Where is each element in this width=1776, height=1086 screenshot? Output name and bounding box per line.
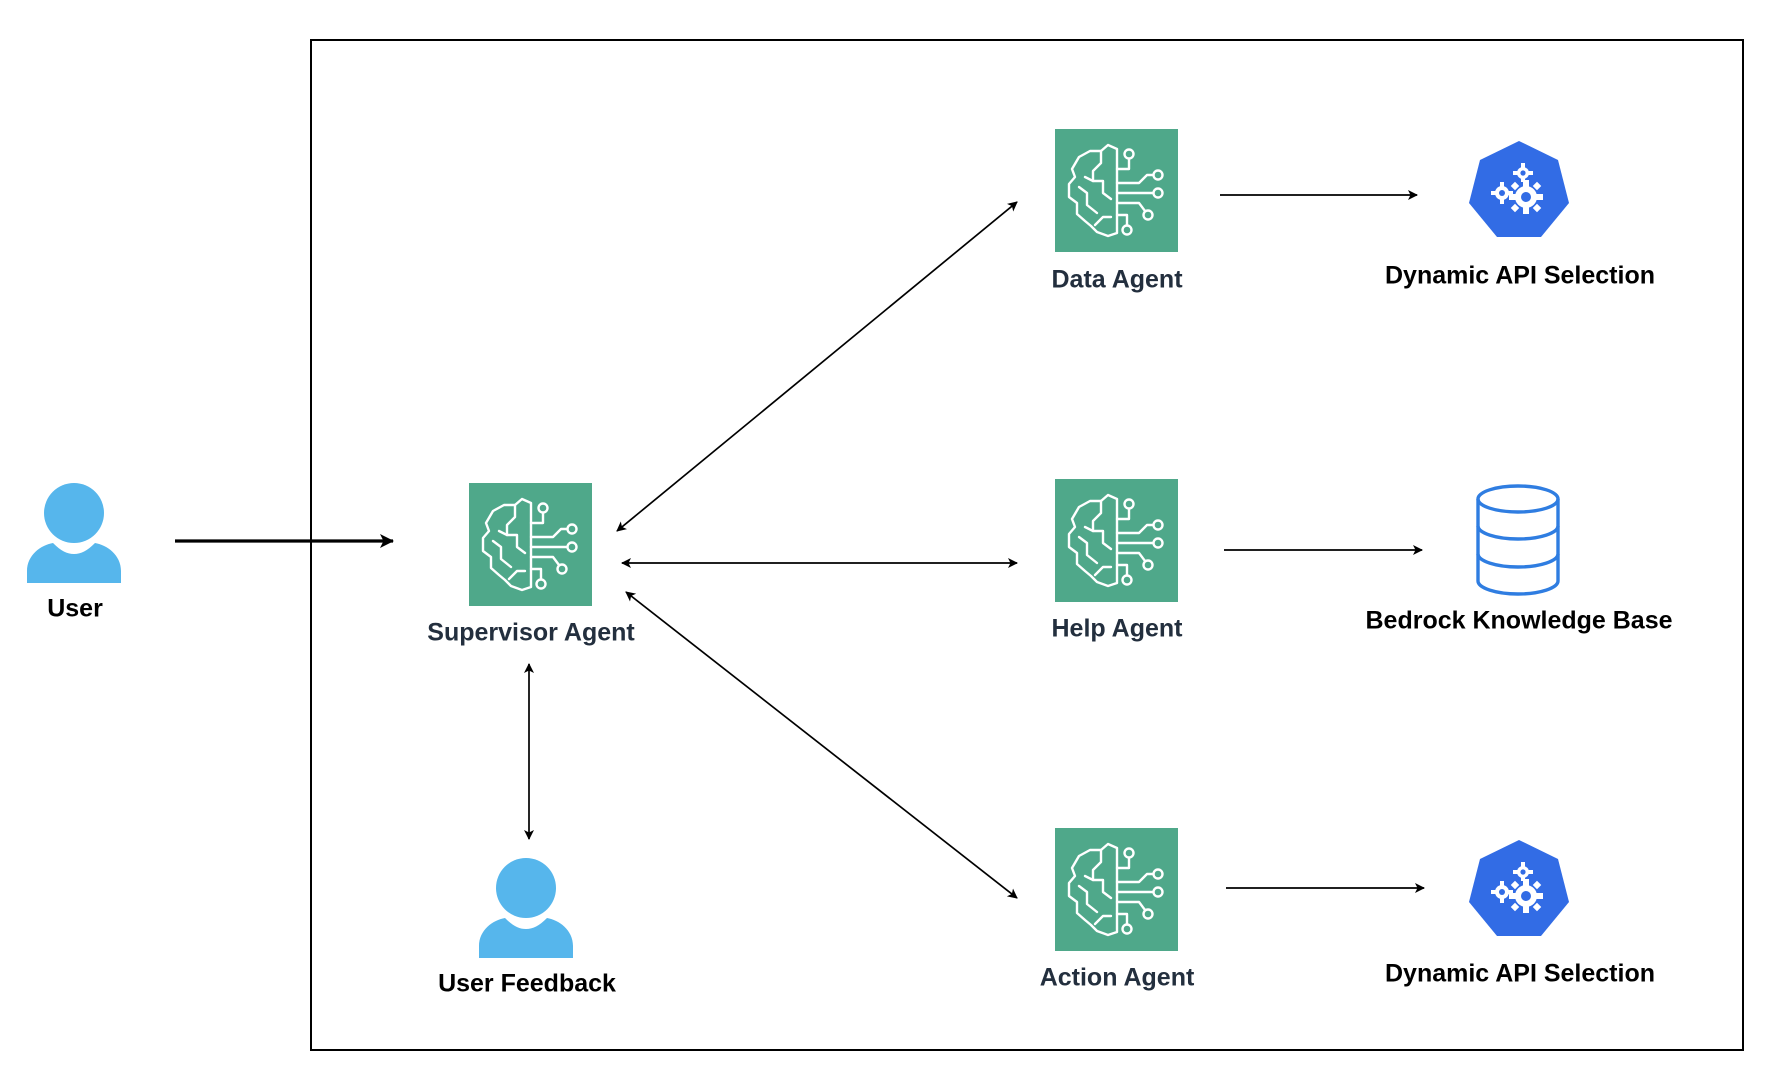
data-agent-node: Data Agent xyxy=(1051,127,1183,294)
user-label: User xyxy=(47,595,103,623)
help-agent-label: Help Agent xyxy=(1051,615,1183,643)
ai-brain-icon xyxy=(1053,127,1180,254)
kubernetes-gear-icon xyxy=(1464,835,1574,941)
supervisor-agent-label: Supervisor Agent xyxy=(427,619,635,647)
user-feedback-label: User Feedback xyxy=(438,970,616,998)
edges xyxy=(175,190,1425,899)
knowledge-base-node: Bedrock Knowledge Base xyxy=(1365,484,1673,635)
kubernetes-gear-icon xyxy=(1464,136,1574,242)
help-agent-node: Help Agent xyxy=(1051,477,1183,643)
data-agent-label: Data Agent xyxy=(1051,266,1183,294)
person-icon xyxy=(479,858,573,958)
edge-supervisor-action-agent xyxy=(625,591,1018,899)
knowledge-base-label: Bedrock Knowledge Base xyxy=(1365,607,1672,635)
action-agent-label: Action Agent xyxy=(1040,964,1195,992)
api-selection-bottom-node: Dynamic API Selection xyxy=(1385,835,1655,988)
api-selection-top-node: Dynamic API Selection xyxy=(1385,136,1655,290)
api-selection-bottom-label: Dynamic API Selection xyxy=(1385,960,1655,988)
ai-brain-icon xyxy=(1053,477,1180,604)
edge-supervisor-data-agent xyxy=(616,201,1018,532)
user-node: User xyxy=(27,483,121,623)
system-boundary xyxy=(310,39,1744,1051)
database-icon xyxy=(1476,484,1560,596)
action-agent-node: Action Agent xyxy=(1040,826,1195,992)
supervisor-agent-node: Supervisor Agent xyxy=(427,481,635,647)
ai-brain-icon xyxy=(467,481,594,608)
person-icon xyxy=(27,483,121,583)
api-selection-top-label: Dynamic API Selection xyxy=(1385,262,1655,290)
user-feedback-node: User Feedback xyxy=(438,858,616,998)
ai-brain-icon xyxy=(1053,826,1180,953)
